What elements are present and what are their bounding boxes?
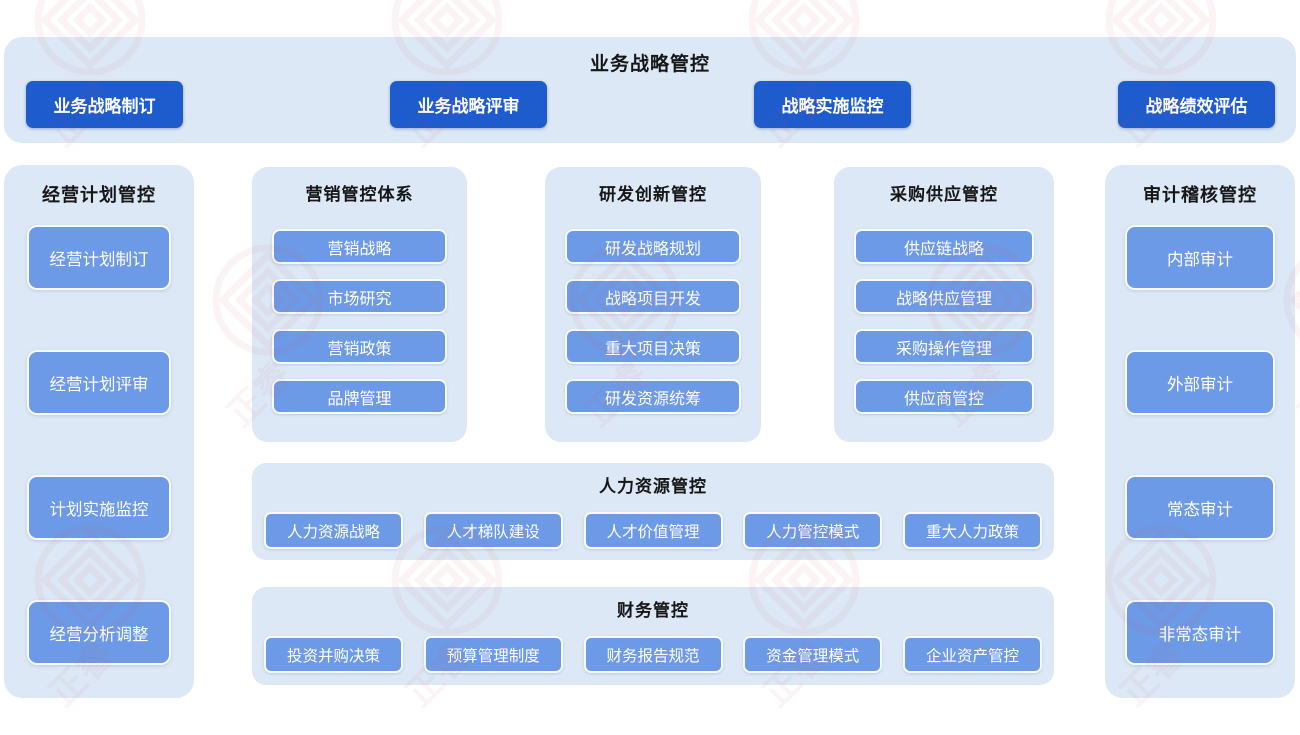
- panel-human-resources: 人力资源管控 人力资源战略 人才梯队建设 人才价值管理 人力管控模式 重大人力政…: [252, 463, 1054, 560]
- node-major-project-decision: 重大项目决策: [565, 329, 741, 364]
- node-marketing-strategy: 营销战略: [272, 229, 447, 264]
- node-talent-pipeline-building: 人才梯队建设: [423, 512, 563, 549]
- human-resources-title: 人力资源管控: [599, 477, 707, 496]
- node-budget-management-system: 预算管理制度: [423, 636, 563, 673]
- panel-audit: 审计稽核管控 内部审计 外部审计 常态审计 非常态审计: [1105, 165, 1295, 698]
- node-strategic-project-development: 战略项目开发: [565, 279, 741, 314]
- node-rd-resource-coordination: 研发资源统筹: [565, 379, 741, 414]
- node-operating-analysis-adjustment: 经营分析调整: [27, 600, 171, 665]
- node-strategy-review: 业务战略评审: [390, 81, 547, 128]
- procurement-supply-title: 采购供应管控: [890, 185, 998, 204]
- node-plan-review: 经营计划评审: [27, 350, 171, 415]
- node-financial-reporting-standard: 财务报告规范: [583, 636, 723, 673]
- marketing-title: 营销管控体系: [305, 185, 414, 204]
- rd-innovation-title: 研发创新管控: [599, 185, 707, 204]
- node-hr-control-model: 人力管控模式: [743, 512, 883, 549]
- node-external-audit: 外部审计: [1125, 350, 1275, 415]
- node-brand-management: 品牌管理: [272, 379, 447, 414]
- node-irregular-audit: 非常态审计: [1125, 600, 1275, 665]
- node-supply-chain-strategy: 供应链战略: [854, 229, 1034, 264]
- panel-operating-plan: 经营计划管控 经营计划制订 经营计划评审 计划实施监控 经营分析调整: [4, 165, 194, 698]
- node-internal-audit: 内部审计: [1125, 225, 1275, 290]
- node-supplier-control: 供应商管控: [854, 379, 1034, 414]
- node-investment-ma-decision: 投资并购决策: [264, 636, 403, 673]
- node-plan-implementation-monitoring: 计划实施监控: [27, 475, 171, 540]
- operating-plan-title: 经营计划管控: [42, 185, 156, 205]
- finance-button-row: 投资并购决策 预算管理制度 财务报告规范 资金管理模式 企业资产管控: [264, 636, 1042, 673]
- node-major-hr-policy: 重大人力政策: [903, 512, 1042, 549]
- node-capital-management-model: 资金管理模式: [743, 636, 883, 673]
- human-resources-button-row: 人力资源战略 人才梯队建设 人才价值管理 人力管控模式 重大人力政策: [264, 512, 1042, 549]
- business-strategy-button-row: 业务战略制订 业务战略评审 战略实施监控 战略绩效评估: [26, 81, 1275, 128]
- node-strategic-supply-management: 战略供应管理: [854, 279, 1034, 314]
- node-strategy-formulation: 业务战略制订: [26, 81, 183, 128]
- node-hr-strategy: 人力资源战略: [264, 512, 403, 549]
- node-procurement-operation-management: 采购操作管理: [854, 329, 1034, 364]
- node-rd-strategy-planning: 研发战略规划: [565, 229, 741, 264]
- node-strategy-implementation-monitoring: 战略实施监控: [754, 81, 911, 128]
- panel-finance: 财务管控 投资并购决策 预算管理制度 财务报告规范 资金管理模式 企业资产管控: [252, 587, 1054, 685]
- business-strategy-title: 业务战略管控: [589, 54, 710, 75]
- node-enterprise-asset-control: 企业资产管控: [903, 636, 1042, 673]
- panel-rd-innovation: 研发创新管控 研发战略规划 战略项目开发 重大项目决策 研发资源统筹: [545, 167, 761, 442]
- panel-business-strategy: 业务战略管控 业务战略制订 业务战略评审 战略实施监控 战略绩效评估: [4, 37, 1296, 143]
- node-market-research: 市场研究: [272, 279, 447, 314]
- node-regular-audit: 常态审计: [1125, 475, 1275, 540]
- audit-title: 审计稽核管控: [1143, 185, 1257, 205]
- node-plan-formulation: 经营计划制订: [27, 225, 171, 290]
- node-strategy-performance-evaluation: 战略绩效评估: [1118, 81, 1275, 128]
- panel-marketing: 营销管控体系 营销战略 市场研究 营销政策 品牌管理: [252, 167, 467, 442]
- panel-procurement-supply: 采购供应管控 供应链战略 战略供应管理 采购操作管理 供应商管控: [834, 167, 1054, 442]
- node-marketing-policy: 营销政策: [272, 329, 447, 364]
- node-talent-value-management: 人才价值管理: [583, 512, 723, 549]
- finance-title: 财务管控: [617, 601, 689, 620]
